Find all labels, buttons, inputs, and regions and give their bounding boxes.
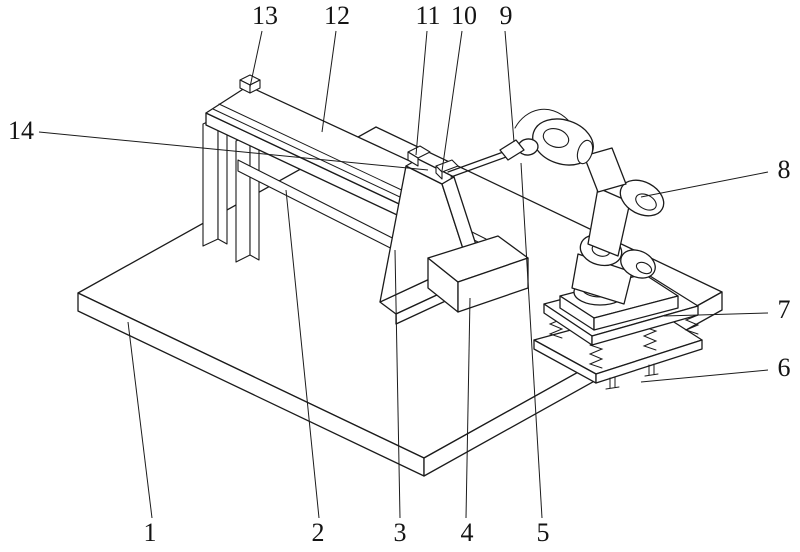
robot-arm xyxy=(499,108,679,331)
robot-tool xyxy=(499,139,525,161)
clamp-finger-front xyxy=(435,165,443,180)
slide-rail xyxy=(212,103,426,207)
callout-8-leader xyxy=(640,171,769,198)
clamp-block-front xyxy=(407,151,419,167)
seat-box xyxy=(427,235,529,313)
callout-11-label: 11 xyxy=(415,1,440,30)
callout-4-leader xyxy=(465,297,471,519)
anchor-bolts xyxy=(605,363,659,390)
corner-block xyxy=(239,74,261,94)
callout-9-label: 9 xyxy=(500,1,513,30)
callout-7-leader xyxy=(663,312,769,317)
callout-7-label: 7 xyxy=(778,295,791,324)
table-leg-back-side xyxy=(217,116,228,245)
support-fixture xyxy=(379,145,529,325)
callout-6-label: 6 xyxy=(778,353,791,382)
robot-lower-motor-cap xyxy=(635,261,653,275)
table-leg-back xyxy=(202,116,219,247)
worktable xyxy=(202,74,456,264)
callout-3-leader xyxy=(394,249,401,519)
callout-14-label: 14 xyxy=(8,116,34,145)
robot-hose xyxy=(514,108,569,129)
robot-neck-link xyxy=(583,147,627,193)
callout-10-label: 10 xyxy=(451,1,477,30)
callout-8-label: 8 xyxy=(778,155,791,184)
robot-head-hub xyxy=(542,127,570,149)
callout-1-leader xyxy=(127,321,153,519)
callout-6-leader xyxy=(640,369,769,383)
callout-2-leader xyxy=(285,189,320,519)
robot-upper-arm xyxy=(587,187,631,257)
table-legs xyxy=(202,116,260,263)
callout-5-leader xyxy=(520,162,543,519)
callout-5-label: 5 xyxy=(537,518,550,547)
callout-3-label: 3 xyxy=(394,518,407,547)
callout-13-leader xyxy=(249,30,263,88)
callout-4-label: 4 xyxy=(461,518,474,547)
clamp-assembly xyxy=(407,145,459,180)
callout-12-leader xyxy=(321,30,337,133)
callout-11-leader xyxy=(415,30,428,156)
callout-12-label: 12 xyxy=(324,1,350,30)
robot-head-side-cap xyxy=(576,139,594,165)
callout-13-label: 13 xyxy=(252,1,278,30)
callout-14-leader xyxy=(38,131,429,171)
callout-2-label: 2 xyxy=(312,518,325,547)
table-leg-front xyxy=(235,133,251,263)
callout-9-leader xyxy=(504,30,515,143)
robot-base-link xyxy=(571,253,633,305)
callout-1-label: 1 xyxy=(144,518,157,547)
callout-10-leader xyxy=(441,30,463,172)
